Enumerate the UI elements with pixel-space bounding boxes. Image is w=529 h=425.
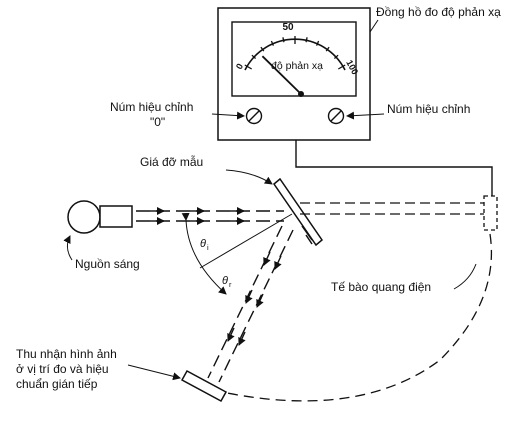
meter-title-leader [369,19,379,33]
meter-scale-ticks [244,36,346,70]
meter-tick [325,46,330,52]
light-tube [99,205,133,228]
theta-r-symbol: θ [222,275,228,287]
zero-knob-value-label: "0" [150,115,165,129]
photocell-label: Tế bào quang điện [331,280,431,294]
span-adjust-knob[interactable] [327,107,345,125]
meter-cable [295,140,493,196]
light-source-label: Nguồn sáng [75,257,140,271]
light-source-leader [63,235,73,261]
light-bulb [67,200,101,234]
photocell-leader [453,263,477,290]
meter-tick [244,64,253,70]
zero-knob-label: Núm hiệu chỉnh [110,100,193,114]
theta-r-subscript: r [229,280,232,289]
meter-tick [282,37,285,43]
light-source [67,200,133,234]
incident-beam [136,207,284,225]
meter-tick-label-min: 0 [234,62,245,71]
surface-normal [199,213,293,269]
reflected-beam [207,225,294,383]
transmitted-beam [300,202,486,215]
sample-holder [272,177,324,247]
meter-tick [260,46,265,52]
zero-knob-leader [211,111,245,120]
meter-tick [270,40,274,46]
meter-tick-label-mid: 50 [282,22,294,33]
theta-i-symbol: θ [200,238,206,250]
image-receiver [180,369,228,403]
meter-tick [337,64,346,70]
receiver-label-line3: chuẩn gián tiếp [16,377,98,391]
receiver-label-line1: Thu nhận hình ảnh [16,347,117,361]
receiver-leader [127,364,181,381]
photocell [483,195,498,231]
meter-tick [305,37,308,43]
meter-tick [333,54,339,59]
sample-holder-leader [225,169,273,185]
meter-scale-label: độ phản xạ [271,60,323,72]
zero-adjust-knob[interactable] [245,107,263,125]
receiver-label-line2: ở vị trí đo và hiệu [16,362,109,376]
adjust-knob-label: Núm hiệu chỉnh [387,102,470,116]
meter-title-label: Đồng hồ đo độ phản xạ [376,5,501,19]
meter-needle [261,55,302,95]
sample-holder-label: Giá đỡ mẫu [140,154,203,169]
meter-tick [251,54,257,59]
meter-tick [316,40,320,46]
adjust-knob-leader [346,111,385,120]
angle-arc [181,212,227,295]
swing-path [221,233,493,402]
meter-needle-pivot [298,91,304,97]
theta-i-subscript: i [207,243,209,252]
